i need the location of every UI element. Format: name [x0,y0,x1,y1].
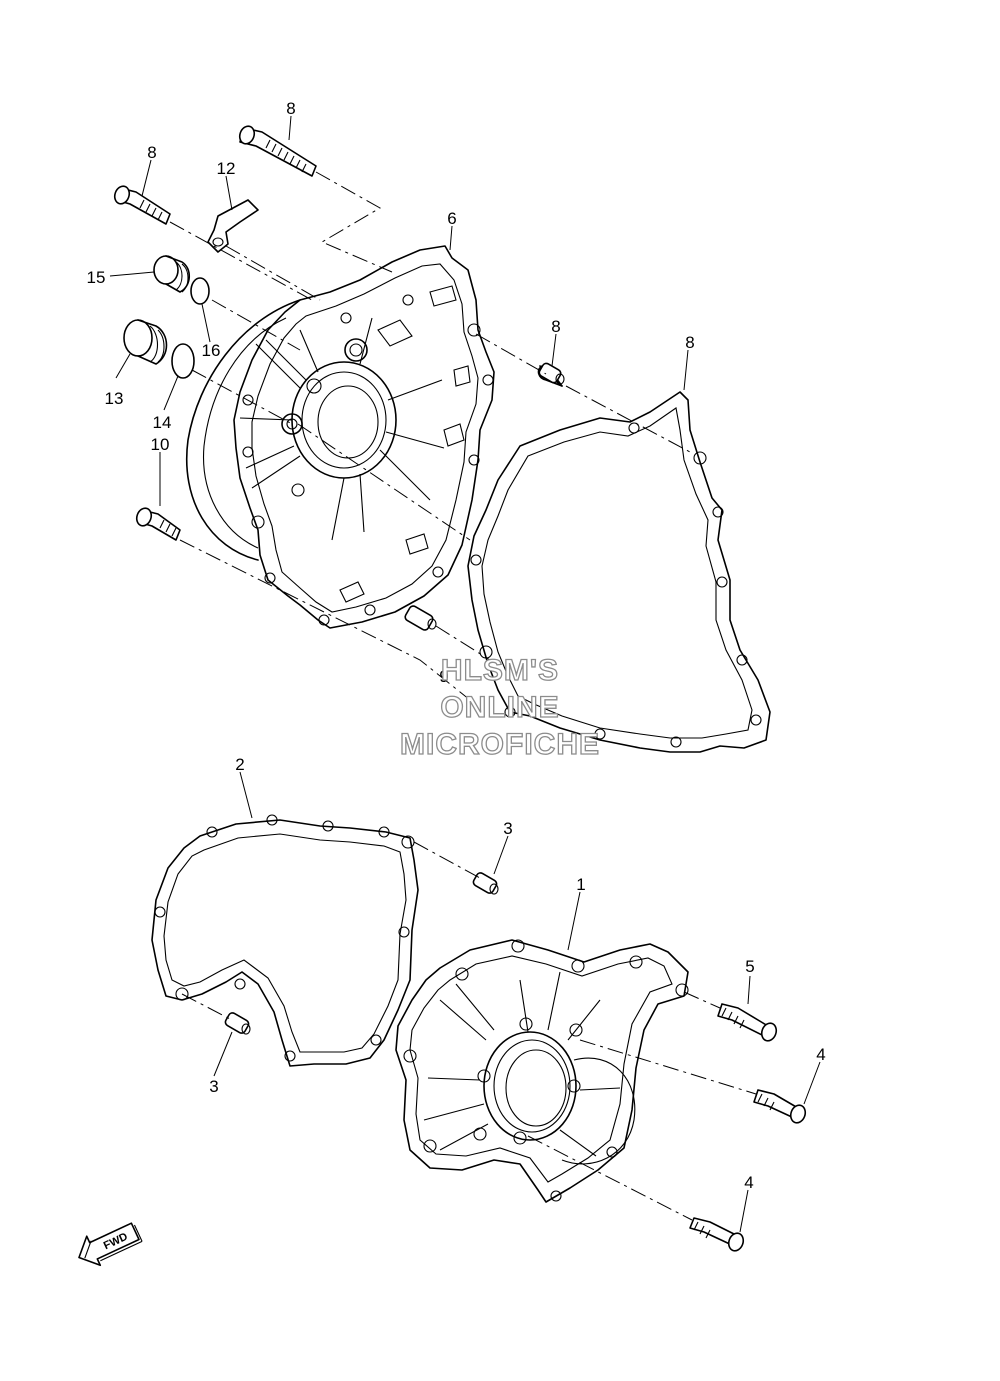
crankcase-cover-lower [395,939,689,1203]
bolt-part-4-lower [689,1217,745,1252]
assembly-centerlines [169,171,757,1221]
gasket-lower [151,814,419,1067]
bracket-part-12 [207,199,259,253]
o-ring-part-16 [190,277,210,305]
gasket-upper [467,391,771,753]
bolt-part-10 [113,185,171,225]
o-ring-part-14 [171,343,195,379]
callout-7: 8 [685,333,694,352]
watermark-line-2: ONLINE [440,691,559,724]
callout-9: 8 [286,99,295,118]
dowel-pin-part-3-upper [472,872,499,895]
callout-6: 6 [447,209,456,228]
callout-16: 16 [202,341,221,360]
leader-lines [109,115,821,1233]
long-bolt-part-9 [238,125,317,177]
bolt-part-4-upper [753,1089,807,1124]
callout-14: 14 [153,413,172,432]
callout-2: 2 [235,755,244,774]
callout-11: 10 [151,435,170,454]
crankcase-cover-upper [186,245,495,629]
callout-13: 13 [105,389,124,408]
callout-3-lower: 3 [209,1077,218,1096]
dowel-pin-part-3-lower [224,1012,251,1035]
callout-5: 5 [745,957,754,976]
dowel-pin-part-8-lower [404,605,437,631]
callout-8-lower: 9 [439,667,448,686]
callout-4-lower: 4 [744,1173,753,1192]
plug-part-15 [153,255,191,293]
watermark-line-1: HLSM'S [441,654,559,687]
dowel-pin-part-8-upper [537,362,565,387]
bolt-part-5 [717,1003,778,1042]
callout-8-upper: 8 [551,317,560,336]
callout-15: 15 [87,268,106,287]
callout-1: 1 [576,875,585,894]
callout-10: 8 [147,143,156,162]
bolt-part-11 [135,507,181,541]
callout-4-upper: 4 [816,1045,825,1064]
watermark: HLSM'S ONLINE MICROFICHE [399,653,600,761]
callout-labels: 8 8 12 6 15 8 8 16 13 14 10 9 2 3 1 5 4 … [87,99,826,1192]
plug-part-13 [123,319,168,365]
fwd-arrow-badge: FWD [78,1222,143,1267]
callout-3-upper: 3 [503,819,512,838]
watermark-line-3: MICROFICHE [400,728,600,761]
callout-12: 12 [217,159,236,178]
